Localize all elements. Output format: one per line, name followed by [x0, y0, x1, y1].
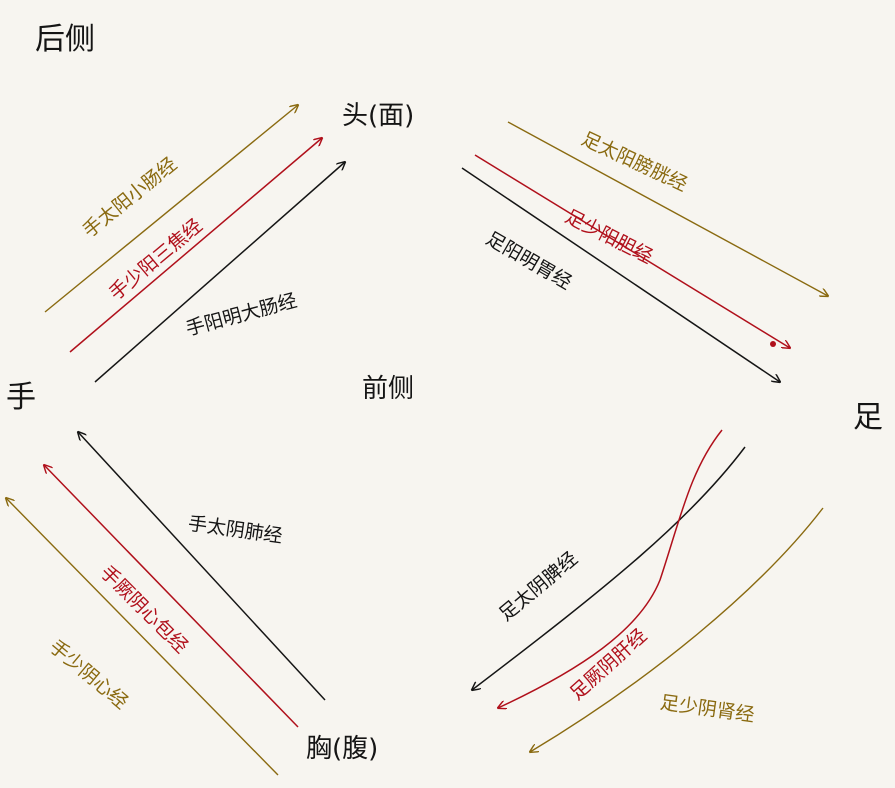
head-label: 头(面) — [342, 101, 415, 131]
foot-label: 足 — [853, 400, 883, 435]
arrow-hand-jueyin — [44, 465, 299, 728]
arrow-foot-shaoyin — [530, 507, 824, 752]
red-dot — [770, 341, 776, 347]
front-side-label: 前侧 — [362, 374, 415, 404]
arrow-foot-jueyin — [498, 429, 723, 708]
arrow-hand-shaoyin — [6, 498, 279, 776]
arrow-hand-taiyin — [78, 432, 326, 701]
arrow-foot-yangming — [461, 167, 780, 382]
chest-label: 胸(腹) — [306, 734, 379, 764]
arrow-foot-taiyin — [472, 446, 746, 690]
arrow-hand-shaoyang — [69, 138, 322, 353]
arrow-foot-taiyang — [507, 121, 828, 296]
hand-label: 手 — [6, 380, 36, 415]
back-side-label: 后侧 — [35, 22, 95, 57]
arrow-hand-taiyang — [44, 105, 298, 313]
arrow-foot-shaoyang — [474, 154, 790, 348]
arrow-hand-yangming — [94, 162, 345, 383]
